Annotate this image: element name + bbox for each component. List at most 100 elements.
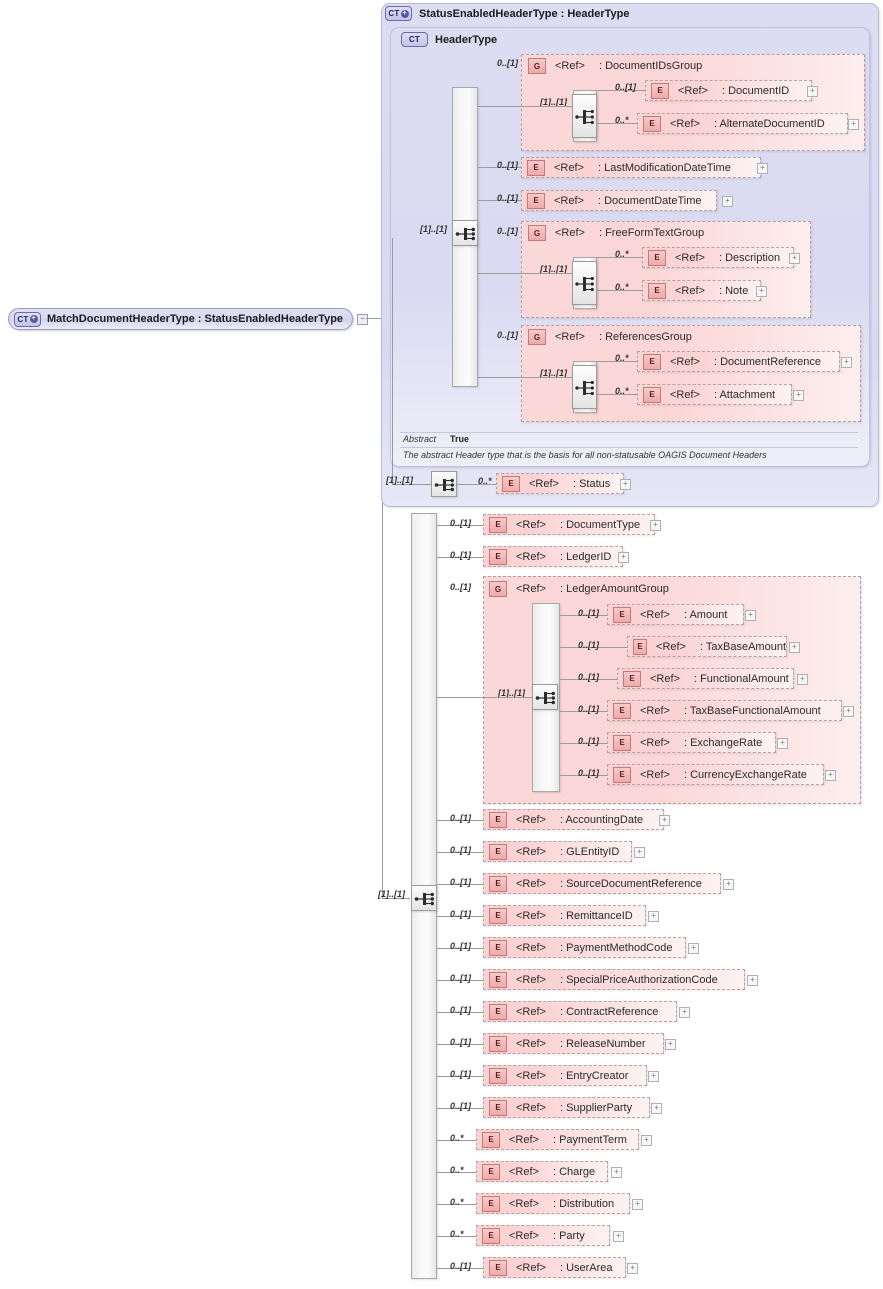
expand-icon[interactable]: + — [789, 253, 800, 264]
connector — [521, 273, 573, 274]
element-icon: E — [489, 939, 507, 956]
element-paymentterm[interactable]: E <Ref> : PaymentTerm — [476, 1129, 639, 1150]
element-exchangerate[interactable]: E <Ref> : ExchangeRate — [607, 732, 776, 753]
ref-label: <Ref> — [529, 477, 559, 490]
expand-icon[interactable]: + — [797, 674, 808, 685]
expand-icon[interactable]: + — [757, 163, 768, 174]
connector — [560, 775, 608, 776]
element-note[interactable]: E <Ref> : Note — [642, 280, 761, 301]
expand-icon[interactable]: + — [618, 552, 629, 563]
element-documentdatetime[interactable]: E <Ref> : DocumentDateTime — [521, 190, 717, 211]
element-contractreference[interactable]: E <Ref> : ContractReference — [483, 1001, 677, 1022]
connector — [437, 1076, 483, 1077]
expand-icon[interactable]: + — [648, 1071, 659, 1082]
cardinality-label: 0..* — [615, 353, 629, 363]
element-name: : Amount — [683, 608, 728, 621]
element-name: : AccountingDate — [559, 813, 644, 826]
element-releasenumber[interactable]: E <Ref> : ReleaseNumber — [483, 1033, 664, 1054]
connector — [437, 1108, 483, 1109]
expand-icon[interactable]: + — [632, 1199, 643, 1210]
element-name: : SourceDocumentReference — [559, 877, 702, 890]
element-entrycreator[interactable]: E <Ref> : EntryCreator — [483, 1065, 647, 1086]
expand-icon[interactable]: + — [650, 520, 661, 531]
cardinality-label: 0..[1] — [450, 550, 472, 560]
sequence-icon[interactable] — [572, 261, 597, 305]
element-description[interactable]: E <Ref> : Description — [642, 247, 794, 268]
expand-icon[interactable]: + — [807, 86, 818, 97]
expand-icon[interactable]: + — [777, 738, 788, 749]
expand-icon[interactable]: + — [665, 1039, 676, 1050]
expand-icon[interactable]: + — [679, 1007, 690, 1018]
sequence-icon[interactable] — [572, 365, 597, 409]
expand-icon[interactable]: + — [651, 1103, 662, 1114]
expand-icon[interactable]: + — [648, 911, 659, 922]
element-name: : Charge — [552, 1165, 596, 1178]
element-functionalamount[interactable]: E <Ref> : FunctionalAmount — [617, 668, 794, 689]
element-accountingdate[interactable]: E <Ref> : AccountingDate — [483, 809, 664, 830]
ref-label: <Ref> — [640, 704, 670, 717]
group-documentidsgroup-header: G <Ref> : DocumentIDsGroup — [528, 58, 702, 74]
expand-icon[interactable]: + — [793, 390, 804, 401]
element-documentid[interactable]: E <Ref> : DocumentID — [645, 80, 812, 101]
element-party[interactable]: E <Ref> : Party — [476, 1225, 610, 1246]
sequence-icon[interactable] — [572, 94, 597, 138]
cardinality-label: 0..* — [450, 1133, 464, 1143]
expand-icon[interactable]: + — [745, 610, 756, 621]
element-documenttype[interactable]: E <Ref> : DocumentType — [483, 514, 655, 535]
expand-icon[interactable]: + — [789, 642, 800, 653]
element-remittanceid[interactable]: E <Ref> : RemittanceID — [483, 905, 646, 926]
element-taxbasefunctionalamount[interactable]: E <Ref> : TaxBaseFunctionalAmount — [607, 700, 842, 721]
expand-icon[interactable]: + — [659, 815, 670, 826]
sequence-icon[interactable] — [532, 684, 558, 710]
element-name: : DocumentReference — [713, 355, 821, 368]
element-specialpriceauthorizationcode[interactable]: E <Ref> : SpecialPriceAuthorizationCode — [483, 969, 745, 990]
expand-icon[interactable]: + — [825, 770, 836, 781]
connector — [437, 1012, 483, 1013]
element-taxbaseamount[interactable]: E <Ref> : TaxBaseAmount — [627, 636, 787, 657]
cardinality-label: 0..[1] — [450, 582, 472, 592]
element-distribution[interactable]: E <Ref> : Distribution — [476, 1193, 630, 1214]
expand-icon[interactable]: + — [641, 1135, 652, 1146]
element-supplierparty[interactable]: E <Ref> : SupplierParty — [483, 1097, 650, 1118]
element-lastmodificationdatetime[interactable]: E <Ref> : LastModificationDateTime — [521, 157, 761, 178]
element-charge[interactable]: E <Ref> : Charge — [476, 1161, 608, 1182]
expand-icon[interactable]: + — [723, 879, 734, 890]
connector — [597, 123, 637, 124]
expand-icon[interactable]: + — [843, 706, 854, 717]
headertype-sequence-icon[interactable] — [452, 220, 478, 246]
element-name: : Description — [718, 251, 781, 264]
element-userarea[interactable]: E <Ref> : UserArea — [483, 1257, 626, 1278]
element-currencyexchangerate[interactable]: E <Ref> : CurrencyExchangeRate — [607, 764, 824, 785]
expand-icon[interactable]: + — [848, 119, 859, 130]
expand-icon[interactable]: + — [747, 975, 758, 986]
group-ledgeramountgroup-header: G <Ref> : LedgerAmountGroup — [489, 581, 669, 597]
root-complextype-node[interactable]: CT+ MatchDocumentHeaderType : StatusEnab… — [8, 308, 353, 330]
expand-icon[interactable]: + — [688, 943, 699, 954]
element-icon: E — [489, 1003, 507, 1020]
element-amount[interactable]: E <Ref> : Amount — [607, 604, 744, 625]
extension-sequence-icon[interactable] — [411, 885, 437, 911]
group-name: : FreeFormTextGroup — [598, 227, 705, 239]
element-alternatedocumentid[interactable]: E <Ref> : AlternateDocumentID — [637, 113, 848, 134]
element-ledgerid[interactable]: E <Ref> : LedgerID — [483, 546, 623, 567]
expand-icon[interactable]: + — [841, 357, 852, 368]
expand-icon[interactable]: + — [620, 479, 631, 490]
element-sourcedocumentreference[interactable]: E <Ref> : SourceDocumentReference — [483, 873, 721, 894]
ref-label: <Ref> — [516, 1037, 546, 1050]
expand-icon[interactable]: + — [613, 1231, 624, 1242]
expand-icon[interactable]: + — [722, 196, 733, 207]
complextype-icon: CT — [401, 32, 428, 47]
connector — [478, 200, 522, 201]
element-documentreference[interactable]: E <Ref> : DocumentReference — [637, 351, 840, 372]
element-attachment[interactable]: E <Ref> : Attachment — [637, 384, 792, 405]
statusenabled-sequence-icon[interactable] — [431, 471, 457, 497]
headertype-header: CT HeaderType — [401, 32, 497, 47]
element-paymentmethodcode[interactable]: E <Ref> : PaymentMethodCode — [483, 937, 686, 958]
element-glentityid[interactable]: E <Ref> : GLEntityID — [483, 841, 632, 862]
expand-icon[interactable]: + — [627, 1263, 638, 1274]
root-collapse-toggle[interactable]: − — [357, 314, 368, 325]
element-status[interactable]: E <Ref> : Status — [496, 473, 624, 494]
expand-icon[interactable]: + — [756, 286, 767, 297]
expand-icon[interactable]: + — [611, 1167, 622, 1178]
expand-icon[interactable]: + — [634, 847, 645, 858]
